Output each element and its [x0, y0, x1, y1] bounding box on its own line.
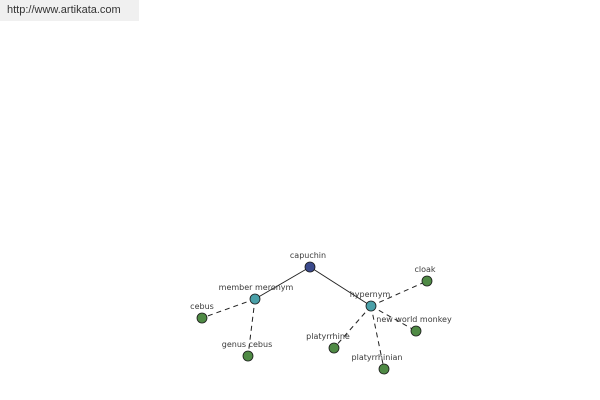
- node-new-world-monkey[interactable]: [410, 325, 422, 337]
- node-capuchin[interactable]: [304, 261, 316, 273]
- node-platyrrhinian[interactable]: [378, 363, 390, 375]
- node-label-genus-cebus: genus cebus: [222, 340, 273, 349]
- node-label-platyrrhine: platyrrhine: [306, 332, 350, 341]
- watermark-url[interactable]: http://www.artikata.com: [7, 4, 121, 16]
- node-label-member-meronym: member meronym: [219, 283, 294, 292]
- node-label-platyrrhinian: platyrrhinian: [352, 353, 403, 362]
- edge-member-meronym-genus-cebus: [247, 298, 256, 357]
- node-label-new-world-monkey: new world monkey: [376, 315, 452, 324]
- node-cloak[interactable]: [421, 275, 433, 287]
- watermark-bar: http://www.artikata.com: [0, 0, 139, 21]
- edge-member-meronym-cebus: [201, 298, 256, 319]
- edge-root-hypernym: [309, 266, 372, 307]
- nodes-layer: [196, 261, 433, 375]
- node-label-cloak: cloak: [414, 265, 435, 274]
- node-label-capuchin: capuchin: [290, 251, 326, 260]
- edge-hypernym-cloak: [370, 280, 428, 307]
- node-label-hypernym: hypernym: [350, 290, 391, 299]
- node-cebus[interactable]: [196, 312, 208, 324]
- node-member-meronym[interactable]: [249, 293, 261, 305]
- labels-layer: capuchin member meronym cebus genus cebus hy…: [190, 251, 452, 362]
- edge-hypernym-platyrrhine: [333, 305, 372, 349]
- edge-root-member-meronym: [254, 266, 311, 300]
- node-platyrrhine[interactable]: [328, 342, 340, 354]
- node-label-cebus: cebus: [190, 302, 214, 311]
- node-hypernym[interactable]: [365, 300, 377, 312]
- node-genus-cebus[interactable]: [242, 350, 254, 362]
- edges-layer: [201, 266, 428, 370]
- edge-hypernym-platyrrhinian: [370, 305, 385, 370]
